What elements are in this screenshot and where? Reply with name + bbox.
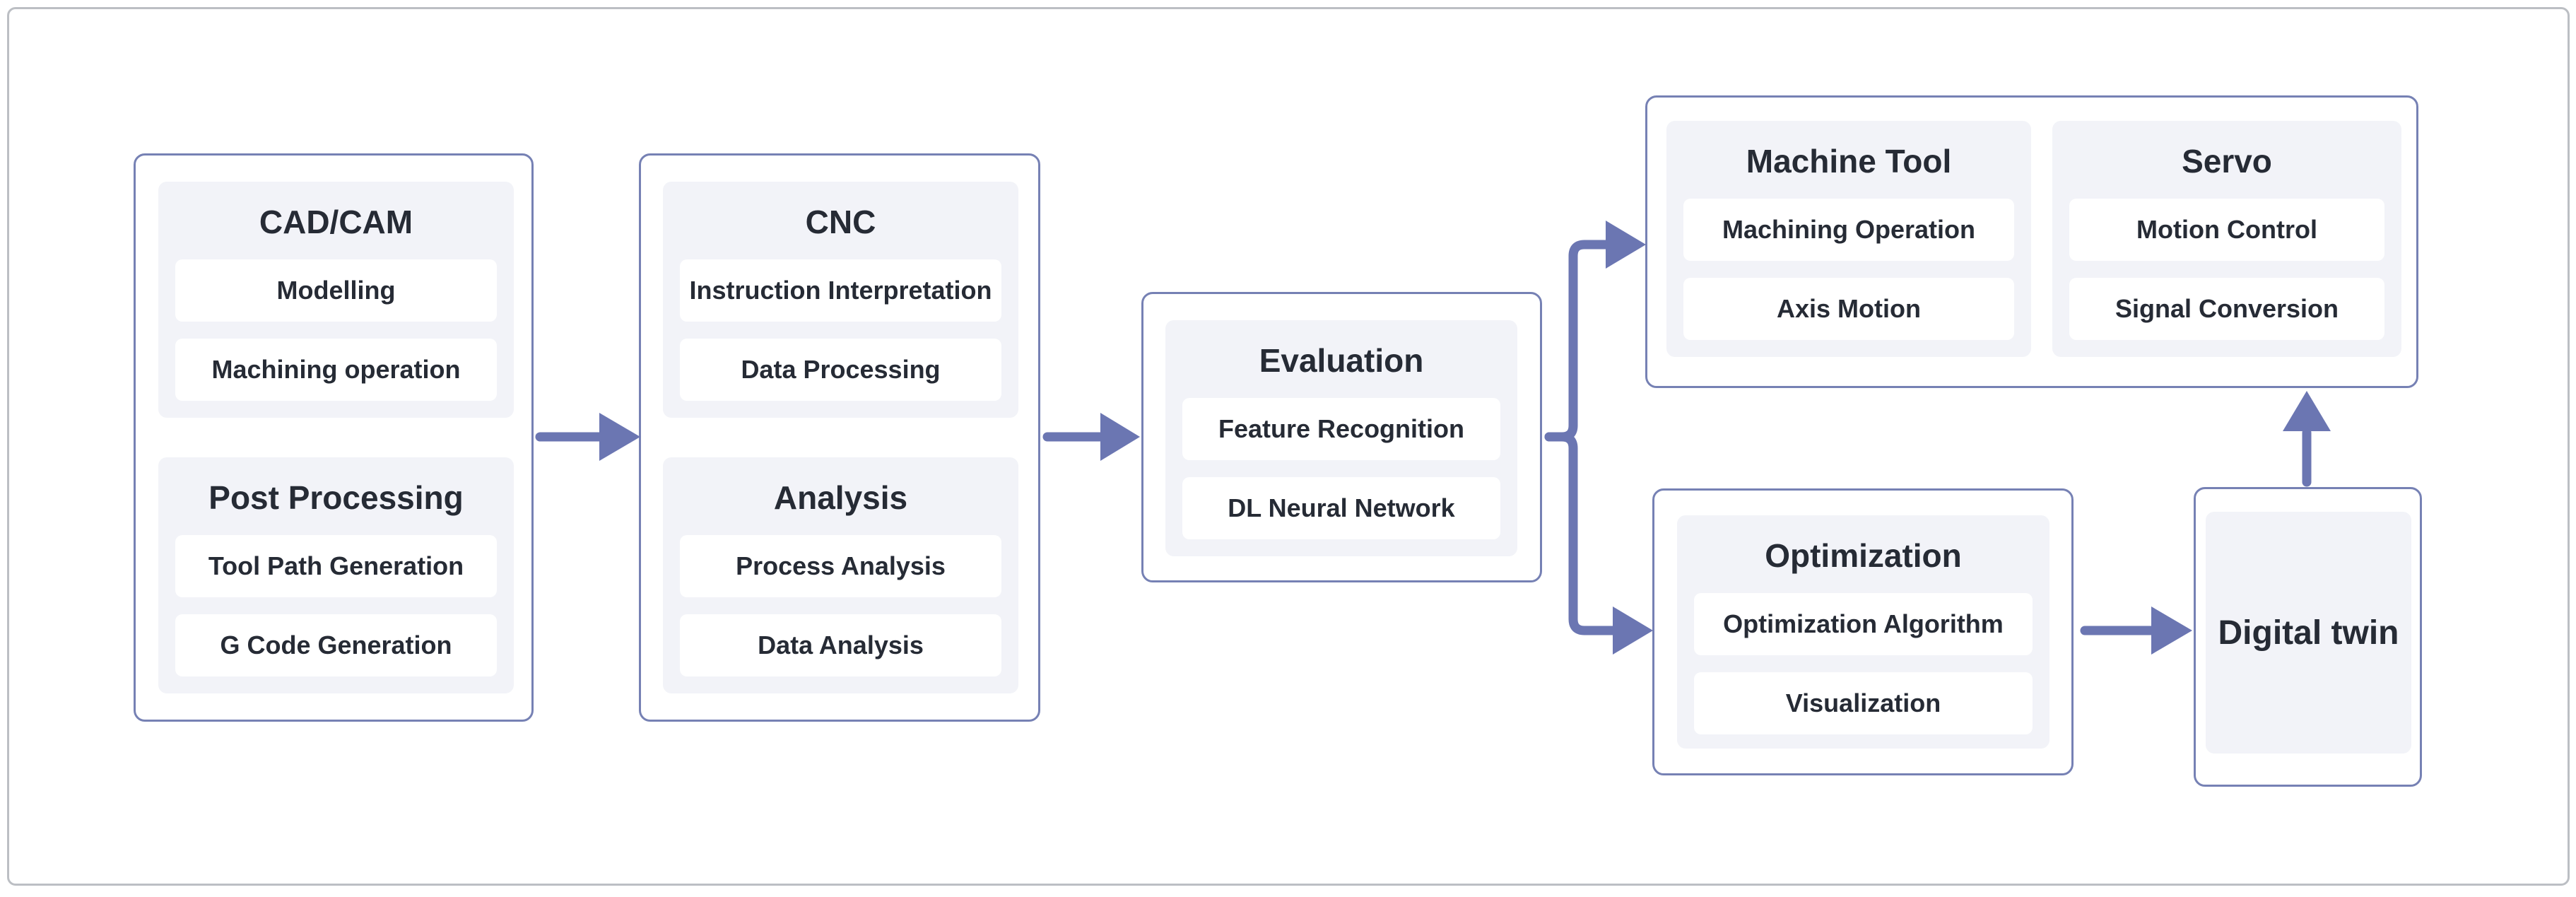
chip-visualization: Visualization — [1694, 672, 2033, 734]
chip-signal-conversion: Signal Conversion — [2069, 278, 2384, 340]
group-machine-tool-servo: Machine Tool Machining Operation Axis Mo… — [1645, 95, 2418, 388]
chip-machining-operation: Machining Operation — [1683, 199, 2014, 261]
section-title-optimization: Optimization — [1765, 537, 1962, 574]
section-machine-tool: Machine Tool Machining Operation Axis Mo… — [1666, 121, 2031, 357]
chip-modelling: Modelling — [175, 259, 497, 322]
section-title-cadcam: CAD/CAM — [259, 204, 413, 240]
section-title-machine-tool: Machine Tool — [1746, 143, 1952, 180]
chip-optimization-algorithm: Optimization Algorithm — [1694, 593, 2033, 655]
chip-tool-path-generation: Tool Path Generation — [175, 535, 497, 597]
section-title-cnc: CNC — [805, 204, 876, 240]
chip-motion-control: Motion Control — [2069, 199, 2384, 261]
chip-g-code-generation: G Code Generation — [175, 614, 497, 676]
digital-twin-label: Digital twin — [2218, 614, 2399, 652]
chip-dl-neural-network: DL Neural Network — [1182, 477, 1500, 539]
section-evaluation: Evaluation Feature Recognition DL Neural… — [1165, 320, 1517, 556]
diagram-outer-frame — [7, 7, 2570, 886]
group-cadcam: CAD/CAM Modelling Machining operation Po… — [134, 153, 534, 722]
section-title-post-processing: Post Processing — [208, 479, 464, 516]
section-cnc: CNC Instruction Interpretation Data Proc… — [663, 182, 1018, 418]
group-cnc: CNC Instruction Interpretation Data Proc… — [639, 153, 1040, 722]
group-digital-twin: Digital twin — [2194, 487, 2422, 787]
section-optimization: Optimization Optimization Algorithm Visu… — [1677, 515, 2049, 749]
chip-feature-recognition: Feature Recognition — [1182, 398, 1500, 460]
chip-instruction-interpretation: Instruction Interpretation — [680, 259, 1001, 322]
group-optimization: Optimization Optimization Algorithm Visu… — [1652, 488, 2074, 775]
panel-digital-twin: Digital twin — [2206, 512, 2411, 754]
chip-machining-operation-cadcam: Machining operation — [175, 339, 497, 401]
section-post-processing: Post Processing Tool Path Generation G C… — [158, 457, 514, 693]
chip-axis-motion: Axis Motion — [1683, 278, 2014, 340]
section-title-servo: Servo — [2182, 143, 2272, 180]
group-evaluation: Evaluation Feature Recognition DL Neural… — [1141, 292, 1542, 582]
section-title-evaluation: Evaluation — [1259, 342, 1424, 379]
section-cadcam: CAD/CAM Modelling Machining operation — [158, 182, 514, 418]
chip-data-processing: Data Processing — [680, 339, 1001, 401]
section-analysis: Analysis Process Analysis Data Analysis — [663, 457, 1018, 693]
chip-data-analysis: Data Analysis — [680, 614, 1001, 676]
chip-process-analysis: Process Analysis — [680, 535, 1001, 597]
section-servo: Servo Motion Control Signal Conversion — [2052, 121, 2401, 357]
section-title-analysis: Analysis — [773, 479, 908, 516]
